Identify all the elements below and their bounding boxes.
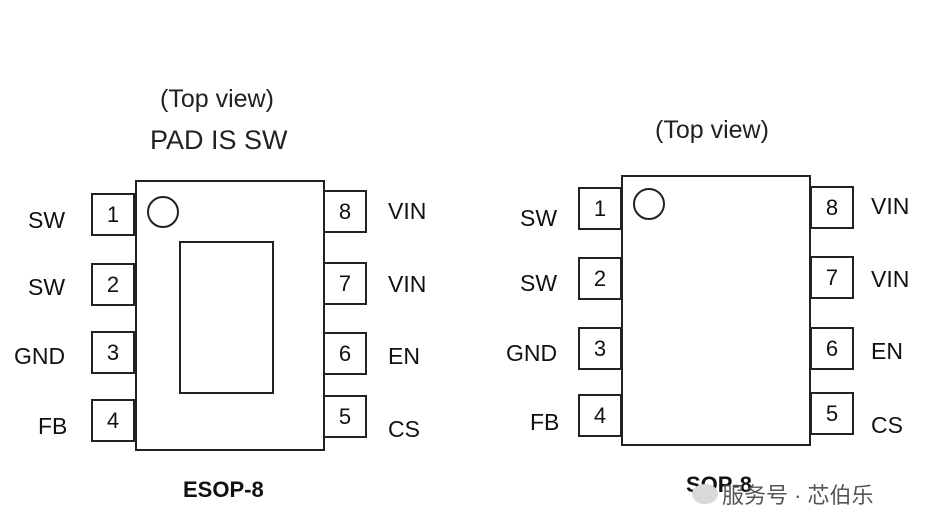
pin-5: 5 [323,395,367,438]
top-view-label: (Top view) [160,85,274,113]
pin-8: 8 [810,186,854,229]
pin-label: GND [506,340,558,366]
package-name: ESOP-8 [183,477,264,502]
pin-2: 2 [578,257,622,300]
pin-label: GND [14,343,66,369]
pin-6: 6 [810,327,854,370]
pin-6: 6 [323,332,367,375]
pin-8: 8 [323,190,367,233]
chip-body [621,175,811,446]
pin-label: VIN [388,198,427,224]
pin1-indicator-circle [633,188,665,220]
pin-label: FB [38,413,68,439]
watermark-text: 服务号 · 芯伯乐 [722,483,874,508]
pin-5: 5 [810,392,854,435]
exposed-pad [179,241,274,394]
pin-label: SW [28,274,66,300]
pin-label: CS [388,416,420,442]
pin-4: 4 [91,399,135,442]
top-view-label: (Top view) [655,116,769,144]
pin-label: SW [520,270,558,296]
pin-3: 3 [91,331,135,374]
pin-label: SW [520,205,558,231]
pin-3: 3 [578,327,622,370]
pin-1: 1 [578,187,622,230]
pin-7: 7 [810,256,854,299]
pin-label: VIN [871,193,910,219]
pin-label: EN [388,343,420,369]
pin-label: VIN [871,266,910,292]
pin-label: FB [530,409,560,435]
pin-1: 1 [91,193,135,236]
pin-4: 4 [578,394,622,437]
pin-2: 2 [91,263,135,306]
wechat-icon [692,484,718,504]
pin-label: CS [871,412,903,438]
pin1-indicator-circle [147,196,179,228]
pin-label: EN [871,338,903,364]
pin-label: VIN [388,271,427,297]
pin-label: SW [28,207,66,233]
pad-note: PAD IS SW [150,125,288,155]
pin-7: 7 [323,262,367,305]
watermark: 服务号 · 芯伯乐 [692,478,874,510]
